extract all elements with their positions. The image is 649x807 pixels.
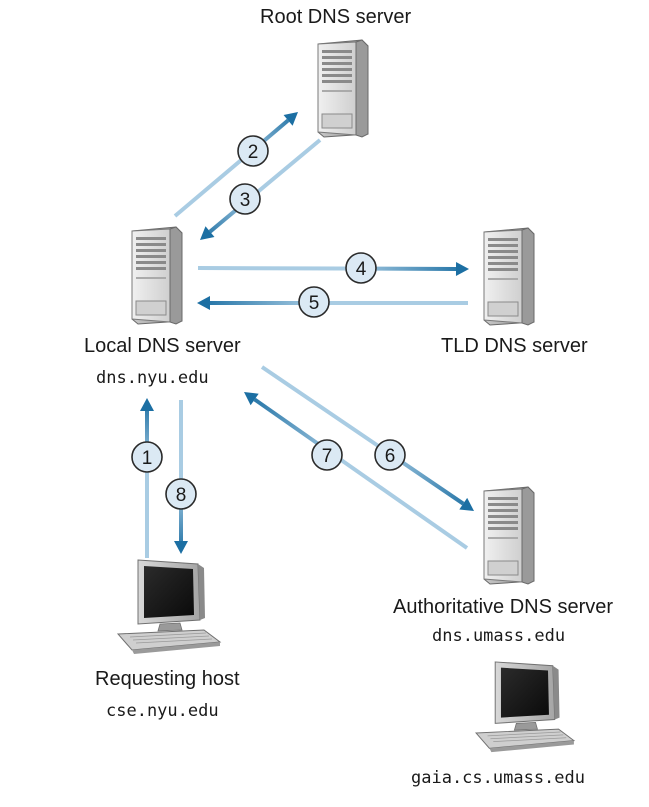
step-badge-8 (165, 478, 197, 510)
step-number-7: 7 (322, 446, 333, 467)
auth-server-icon (483, 486, 535, 585)
step-number-2: 2 (248, 142, 259, 163)
query-flows: 1 2 3 4 5 6 7 8 (131, 112, 474, 558)
arrowhead-step-2 (283, 112, 298, 126)
step-number-5: 5 (309, 293, 320, 314)
arrow-step-7 (253, 397, 469, 550)
arrowhead-step-3 (200, 226, 215, 240)
arrow-step-2 (173, 118, 290, 218)
requesting-host-icon (117, 559, 221, 655)
step-number-4: 4 (356, 259, 367, 280)
arrowhead-step-4 (455, 261, 469, 276)
authoritative-dns-server-label: Authoritative DNS server (393, 596, 614, 618)
requesting-host-hostname: cse.nyu.edu (106, 701, 219, 721)
step-number-3: 3 (240, 190, 251, 211)
step-badge-1 (131, 441, 163, 473)
arrowhead-step-7 (244, 392, 259, 406)
local-dns-server-label: Local DNS server (84, 335, 241, 357)
step-number-8: 8 (176, 485, 187, 506)
local-dns-hostname: dns.nyu.edu (96, 368, 209, 388)
step-number-6: 6 (385, 446, 396, 467)
tld-dns-server-label: TLD DNS server (441, 335, 588, 357)
root-server-icon (317, 39, 369, 138)
target-host-icon (475, 661, 575, 753)
step-badge-3 (229, 183, 261, 215)
step-badge-6 (374, 439, 406, 471)
arrowhead-step-8 (174, 541, 188, 554)
local-server-icon (131, 226, 183, 325)
step-badge-4 (345, 252, 377, 284)
target-hostname: gaia.cs.umass.edu (411, 768, 585, 788)
arrow-step-3 (208, 138, 322, 234)
arrowhead-step-1 (140, 398, 154, 411)
authoritative-dns-hostname: dns.umass.edu (432, 626, 566, 646)
arrow-step-4 (197, 266, 457, 271)
step-badge-7 (311, 439, 343, 471)
step-number-1: 1 (142, 448, 153, 469)
arrowhead-step-5 (197, 296, 210, 310)
arrow-step-6 (260, 365, 465, 506)
tld-server-icon (483, 227, 535, 326)
root-dns-server-label: Root DNS server (260, 6, 412, 28)
step-badge-5 (298, 286, 330, 318)
requesting-host-label: Requesting host (95, 668, 240, 690)
step-badge-2 (237, 135, 269, 167)
arrowhead-step-6 (459, 497, 474, 511)
